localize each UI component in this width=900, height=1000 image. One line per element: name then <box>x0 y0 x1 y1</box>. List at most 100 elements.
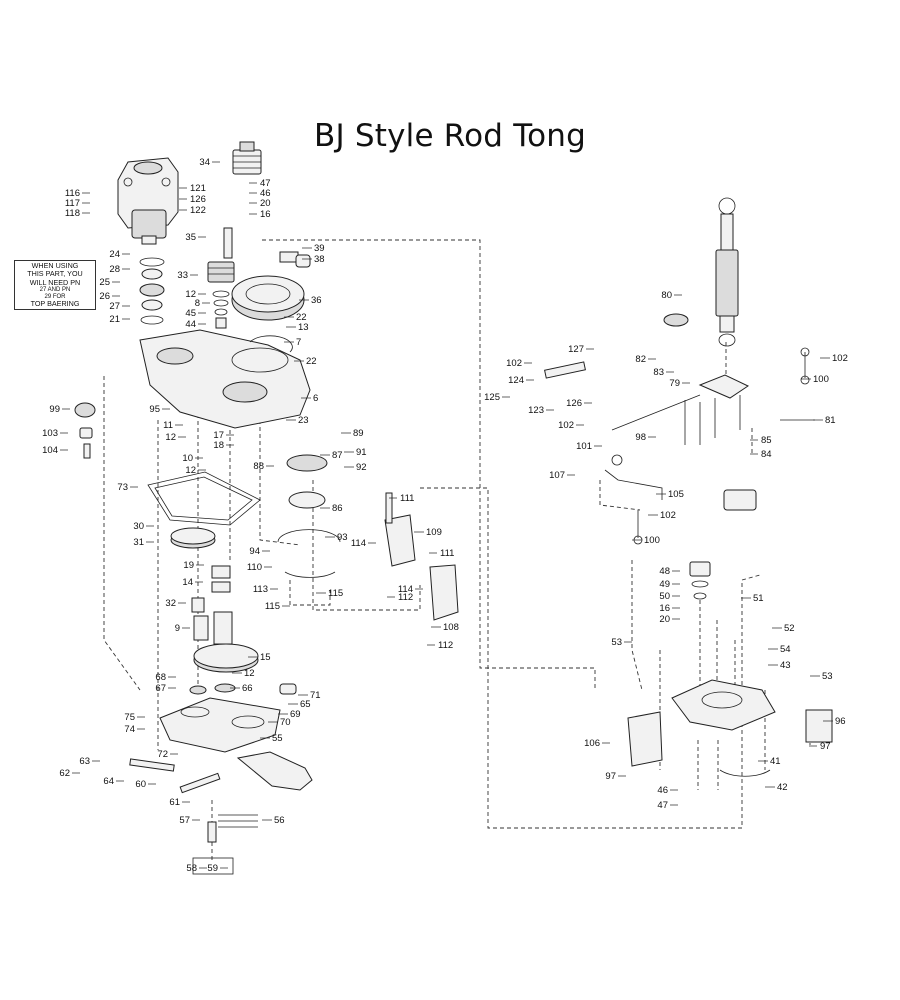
part-label-99: 99 <box>49 404 60 415</box>
part-label-105: 105 <box>668 489 684 500</box>
part-label-113: 113 <box>253 584 268 595</box>
pinion-shaft-assembly <box>207 227 235 329</box>
part-label-20: 20 <box>260 198 271 209</box>
part-label-9: 9 <box>175 623 180 634</box>
note-line: THIS PART, YOU <box>27 269 83 279</box>
part-label-54: 54 <box>780 644 791 655</box>
part-label-92: 92 <box>356 462 367 473</box>
part-label-30: 30 <box>133 521 144 532</box>
part-label-63: 63 <box>79 756 90 767</box>
part-label-62: 62 <box>59 768 70 779</box>
part-label-95: 95 <box>149 404 160 415</box>
part-label-46: 46 <box>657 785 668 796</box>
part-label-7: 7 <box>296 337 301 348</box>
part-label-83: 83 <box>653 367 664 378</box>
part-label-115: 115 <box>265 601 280 612</box>
part-label-12: 12 <box>185 465 196 476</box>
part-label-112: 112 <box>398 592 413 603</box>
part-label-102: 102 <box>558 420 574 431</box>
part-label-80: 80 <box>661 290 672 301</box>
part-label-12: 12 <box>185 289 196 300</box>
part-label-68: 68 <box>155 672 166 683</box>
part-label-18: 18 <box>213 440 224 451</box>
part-label-15: 15 <box>260 652 271 663</box>
bottom-plate <box>159 683 297 753</box>
part-label-27: 27 <box>109 301 120 312</box>
note-line: WILL NEED PN <box>29 277 81 287</box>
part-label-107: 107 <box>549 470 565 481</box>
part-label-88: 88 <box>253 461 264 472</box>
part-label-32: 32 <box>165 598 176 609</box>
part-label-21: 21 <box>109 314 120 325</box>
part-label-96: 96 <box>835 716 846 727</box>
side-hardware <box>74 402 96 459</box>
part-label-110: 110 <box>247 562 262 573</box>
lower-gear-train <box>170 527 259 673</box>
part-label-97: 97 <box>605 771 616 782</box>
note-line: 27 AND PN <box>39 286 71 293</box>
part-label-124: 124 <box>508 375 524 386</box>
part-label-103: 103 <box>42 428 58 439</box>
part-label-60: 60 <box>135 779 146 790</box>
part-number-labels: 3447462016116117118121126122353938242833… <box>42 157 848 874</box>
part-label-48: 48 <box>659 566 670 577</box>
part-label-84: 84 <box>761 449 772 460</box>
part-label-53: 53 <box>822 671 833 682</box>
part-label-123: 123 <box>528 405 544 416</box>
part-label-12: 12 <box>244 668 255 679</box>
part-label-126: 126 <box>190 194 206 205</box>
part-label-115: 115 <box>328 588 343 599</box>
part-label-58: 58 <box>186 863 197 874</box>
part-label-109: 109 <box>426 527 442 538</box>
part-label-47: 47 <box>260 178 271 189</box>
part-label-47: 47 <box>657 800 668 811</box>
part-label-53: 53 <box>611 637 622 648</box>
part-label-65: 65 <box>300 699 311 710</box>
ring-gear <box>231 251 311 321</box>
part-label-79: 79 <box>669 378 680 389</box>
part-label-98: 98 <box>635 432 646 443</box>
part-label-23: 23 <box>298 415 309 426</box>
part-label-44: 44 <box>185 319 196 330</box>
part-label-45: 45 <box>185 308 196 319</box>
assembly-dashed-lines <box>103 239 811 860</box>
part-label-85: 85 <box>761 435 772 446</box>
part-label-125: 125 <box>484 392 500 403</box>
part-label-12: 12 <box>165 432 176 443</box>
part-label-17: 17 <box>213 430 224 441</box>
part-label-102: 102 <box>832 353 848 364</box>
part-label-6: 6 <box>313 393 318 404</box>
part-label-28: 28 <box>109 264 120 275</box>
part-label-46: 46 <box>260 188 271 199</box>
part-label-25: 25 <box>99 277 110 288</box>
part-label-57: 57 <box>179 815 190 826</box>
main-gear-case <box>139 329 311 429</box>
part-label-33: 33 <box>177 270 188 281</box>
bearing-stack-left <box>139 257 165 325</box>
part-label-34: 34 <box>199 157 210 168</box>
backup-jaw-assembly <box>627 489 833 777</box>
part-label-102: 102 <box>506 358 522 369</box>
part-label-67: 67 <box>155 683 166 694</box>
band-brake-parts <box>277 454 459 621</box>
part-label-111: 111 <box>440 548 454 559</box>
part-label-19: 19 <box>183 560 194 571</box>
part-label-72: 72 <box>157 749 168 760</box>
part-label-42: 42 <box>777 782 788 793</box>
handle-rod <box>604 454 663 545</box>
part-label-81: 81 <box>825 415 836 426</box>
part-label-112: 112 <box>438 640 453 651</box>
part-label-91: 91 <box>356 447 367 458</box>
part-label-13: 13 <box>298 322 309 333</box>
hydraulic-cylinder <box>663 197 739 347</box>
part-label-94: 94 <box>249 546 260 557</box>
part-label-70: 70 <box>280 717 291 728</box>
lever-and-links <box>129 751 313 875</box>
part-label-36: 36 <box>311 295 322 306</box>
part-label-26: 26 <box>99 291 110 302</box>
note-line: WHEN USING <box>31 261 79 270</box>
part-label-121: 121 <box>190 183 206 194</box>
part-label-74: 74 <box>124 724 135 735</box>
part-label-64: 64 <box>103 776 114 787</box>
part-label-102: 102 <box>660 510 676 521</box>
